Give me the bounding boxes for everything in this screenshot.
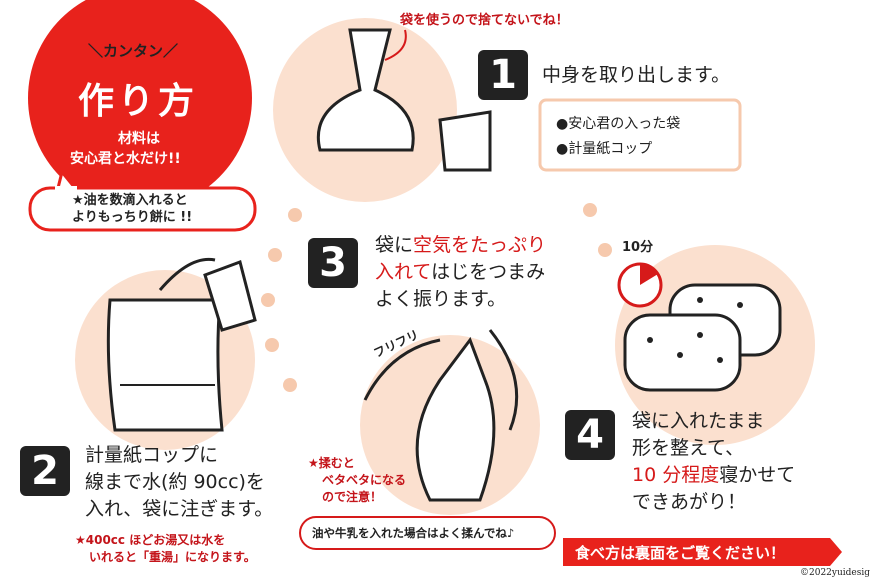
mochi-illustration — [623, 283, 782, 392]
step1-text: 中身を取り出します。 — [542, 64, 731, 86]
tip-bubble — [28, 186, 257, 232]
back-side-banner: 食べ方は裏面をご覧ください！ — [575, 544, 786, 562]
bag-illustration-step3 — [363, 329, 519, 502]
trail-dots — [261, 203, 612, 392]
header-circle — [28, 0, 252, 210]
copyright: ©2022yuidesign — [800, 568, 870, 578]
top-note: 袋を使うので捨てないでね！ — [400, 13, 569, 28]
step3-badge: 3 — [308, 238, 358, 288]
knead-bubble — [299, 516, 556, 550]
page-title: 作り方 — [78, 81, 199, 122]
step2-note: ★400cc ほどお湯又は水をいれると「重湯」になります。 — [75, 533, 256, 564]
materials-line2: 安心君と水だけ!! — [70, 151, 181, 167]
bag-illustration-step1 — [316, 28, 492, 172]
step1-items: ●安心君の入った袋●計量紙コップ — [556, 116, 681, 157]
tip-text: ★油を数滴入れるとよりもっちり餅に !! — [72, 193, 193, 225]
materials-line1: 材料は — [118, 131, 160, 147]
knead-note: ★揉むとベタベタになるので注意！ — [308, 456, 407, 504]
step4-badge: 4 — [565, 410, 615, 460]
knead-bubble-text: 油や牛乳を入れた場合はよく揉んでね♪ — [312, 526, 515, 540]
step1-items-box — [538, 98, 742, 172]
timer-label: 10分 — [622, 240, 654, 255]
step2-text: 計量紙コップに線まで水(約 90cc)を入れ、袋に注ぎます。 — [85, 444, 274, 520]
step2-badge: 2 — [20, 446, 70, 496]
bag-illustration-step2 — [106, 257, 257, 432]
kantan-label: ＼カンタン／ — [88, 42, 179, 60]
step1-badge: 1 — [478, 50, 528, 100]
banner-shape — [563, 538, 842, 566]
step3-text: 袋に空気をたっぷり 入れてはじをつまみ よく振ります。 — [375, 234, 547, 310]
step4-text: 袋に入れたまま形を整えて、 10 分程度寝かせて できあがり！ — [632, 410, 796, 513]
